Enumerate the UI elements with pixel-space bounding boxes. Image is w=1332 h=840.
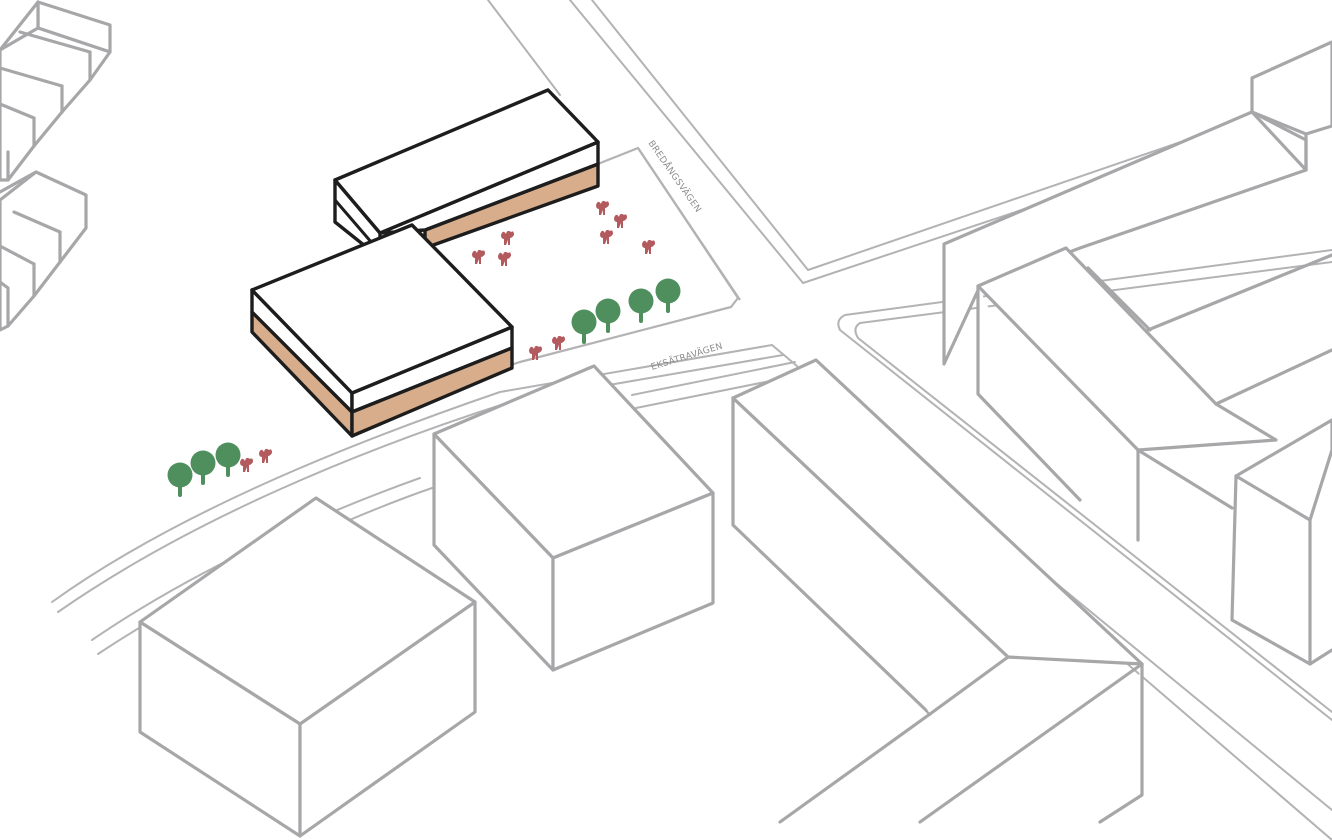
eksatravagen-edge-5 [631,361,796,396]
tree-icon [190,450,216,485]
north-building-roof [333,88,600,235]
shrub-icon [596,200,609,215]
road-network [51,0,1332,840]
eksatravagen-edge-2 [57,354,784,613]
south-building-wood-facade [350,346,514,438]
se-road-edge-2 [854,261,1332,713]
tree-icon [595,298,621,333]
tree-icon [167,462,193,497]
context-block-southwest [138,496,477,838]
shrub-icon [552,335,565,350]
shrub-icon [600,229,613,244]
se-road-edge-4 [1039,569,1332,811]
shrub-icon [642,239,655,254]
tree-icon [215,442,241,477]
tree-icon [628,288,654,323]
shrub-icon [614,213,627,228]
context-block-east [942,40,1332,666]
site-plot-edge-inner [637,147,741,301]
bredangsvagen-edge-west [487,0,561,96]
context-block-long-center [731,358,1144,824]
context-row-houses-south [0,170,88,332]
context-row-houses-north [0,0,112,182]
south-building-roof [250,223,514,395]
proposed-building-north [333,88,600,260]
shrub-icon [529,345,542,360]
eksatravagen-edge-1 [51,344,798,603]
tree-icon [571,309,597,344]
tree-icon [655,278,681,313]
vegetation [167,200,681,497]
shrub-icon [498,251,511,266]
bredangsvagen-edge-east1 [569,0,804,284]
shrub-icon [501,230,514,245]
bredangsvagen-edge-east2 [591,0,809,271]
shrub-icon [259,448,272,463]
shrub-icon [472,249,485,264]
shrub-icon [240,457,253,472]
se-road-edge-1 [837,249,1332,721]
proposed-building-south [250,223,514,438]
context-block-south-center [432,364,715,672]
